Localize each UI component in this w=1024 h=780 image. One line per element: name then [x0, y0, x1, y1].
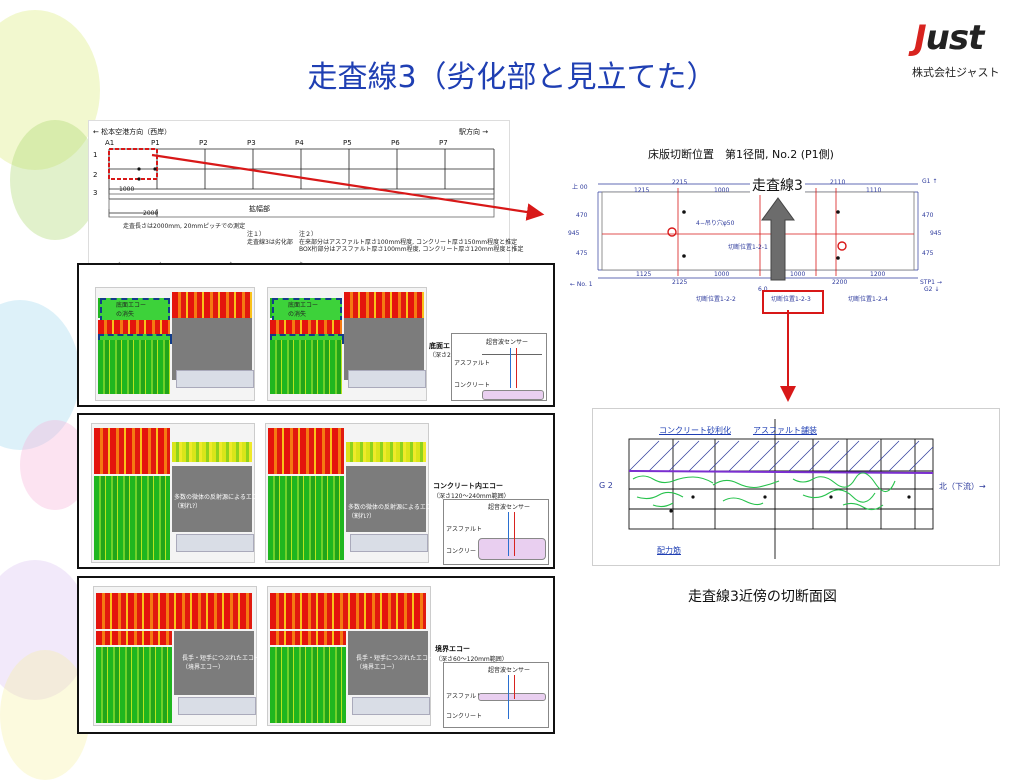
echo-panel-internal: 多数の微体の反射源によるエコー（割れ?） 多数の微体の反射源によるエコー（割れ?…: [77, 413, 555, 569]
col-label-p6: P6: [391, 139, 400, 147]
note1-text: 走査線3は劣化部: [247, 239, 293, 246]
cut-123-label: 切断位置1-2-3: [771, 296, 811, 303]
note2-title: 注２）: [299, 231, 318, 238]
note2-line2: BOX桁部分はアスファルト厚さ100mm程度, コンクリート厚さ120mm程度と…: [299, 246, 524, 253]
cut-122-label: 切断位置1-2-2: [696, 296, 736, 303]
right-dim-1: 945: [930, 230, 942, 237]
sensor-diagram: 超音波センサー アスファルト コンクリート: [443, 499, 549, 565]
left-direction-label: ← 松本空港方向（西岸）: [93, 128, 172, 136]
dim-bottom-5: 2200: [832, 279, 848, 286]
scan-line-label: 走査線3: [750, 175, 805, 195]
col-label-p3: P3: [247, 139, 256, 147]
panel2-side-title: コンクリート内エコー: [433, 482, 503, 490]
dim-top-4: 1110: [866, 187, 882, 194]
note-main: 走査長さは2000mm, 20mmピッチでの測定: [123, 223, 246, 230]
panel2-side-sub: （深さ120〜240mm範囲）: [433, 493, 510, 500]
scan-image-left: 長手・短手につぶれたエコー（境界エコー）: [93, 586, 261, 726]
right-dim-0: 470: [922, 212, 934, 219]
dim-bottom-1: 1000: [714, 271, 730, 278]
echo-loss-label: 底面エコーの消失: [116, 302, 147, 318]
left-edge-label: ← No. 1: [570, 281, 593, 288]
col-label-p1: P1: [151, 139, 160, 147]
sensor-diagram: 超音波センサー アスファルト コンクリート: [451, 333, 547, 401]
left-dim-2: 475: [576, 250, 588, 257]
rebar-label: 配力筋: [657, 546, 681, 555]
cut-124-label: 切断位置1-2-4: [848, 296, 888, 303]
dim-bottom-4: 2125: [672, 279, 688, 286]
cut-plan-title: 床版切断位置 第1径間, No.2 (P1側): [648, 148, 834, 161]
section-caption: 走査線3近傍の切断面図: [688, 589, 837, 605]
company-logo: Just: [914, 18, 984, 58]
dim-bottom-0: 1125: [636, 271, 652, 278]
cut-plan-drawing: [597, 183, 919, 279]
asphalt-label: アスファルト舗装: [753, 426, 817, 435]
note1-title: 注１）: [247, 231, 266, 238]
mid-label: 6.0: [758, 286, 768, 293]
north-label: 北（下流）→: [939, 482, 986, 491]
balloon-decoration: [10, 120, 100, 240]
left-dim-1: 945: [568, 230, 580, 237]
g2-label: G 2: [599, 481, 613, 490]
boundary-note: 長手・短手につぶれたエコー（境界エコー）: [182, 655, 261, 671]
company-name: 株式会社ジャスト: [912, 66, 1000, 79]
col-label-a1: A1: [105, 139, 115, 147]
left-dim-0: 470: [576, 212, 588, 219]
slide-title: 走査線3（劣化部と見立てた）: [307, 60, 717, 95]
echo-panel-bottom: 底面エコーの消失 底面エコーの消失 底面エ （深さ24 超音波センサー アスファ…: [77, 263, 555, 407]
right-direction-label: 駅方向 →: [459, 128, 489, 136]
g2-right-label: G2 ↓: [924, 286, 940, 293]
scan-image-right: 長手・短手につぶれたエコー（境界エコー）: [267, 586, 434, 726]
dim-bottom-2: 1000: [790, 271, 806, 278]
note2-line1: 在来部分はアスファルト厚さ100mm程度, コンクリート厚さ150mm程度と推定: [299, 239, 518, 246]
scan-image-right: 多数の微体の反射源によるエコー（割れ?）: [265, 423, 438, 563]
balloon-decoration: [0, 10, 100, 170]
cut-plan-figure: 2215 1215 1000 2110 1110 1125 1000 1000 …: [568, 166, 942, 306]
dim-2000: 2000: [143, 210, 159, 217]
g1-left-label: 上 00: [572, 184, 588, 191]
widen-label: 拡幅部: [249, 205, 270, 213]
col-label-p5: P5: [343, 139, 352, 147]
hole-label: 4−吊り穴φ50: [696, 220, 735, 227]
dim-top-2: 1000: [714, 187, 730, 194]
sensor-diagram: 超音波センサー アスファルト コンクリート: [443, 662, 549, 728]
col-label-p2: P2: [199, 139, 208, 147]
panel1-side-sub: （深さ24: [429, 352, 455, 359]
col-label-p4: P4: [295, 139, 304, 147]
concrete-gravel-label: コンクリート砂利化: [659, 426, 731, 435]
balloon-decoration: [0, 560, 90, 700]
row-label-2: 2: [93, 171, 98, 179]
dim-top-0: 2215: [672, 179, 688, 186]
dim-top-3: 2110: [830, 179, 846, 186]
scan-image-left: 底面エコーの消失: [95, 287, 255, 401]
g1-right-label: G1 ↑: [922, 178, 938, 185]
plan-grid: [108, 148, 495, 218]
right-edge-label: STP1 →: [920, 279, 942, 286]
section-drawing: [628, 419, 934, 559]
col-label-p7: P7: [439, 139, 448, 147]
dim-1000: 1000: [119, 186, 135, 193]
panel3-side-sub: （深さ60〜120mm範囲）: [435, 656, 508, 663]
dim-top-1: 1215: [634, 187, 650, 194]
scan-direction-arrow: [761, 197, 795, 281]
section-figure: コンクリート砂利化 アスファルト舗装 G 2 北（下流）→ 配力筋: [592, 408, 1000, 566]
panel1-side-title: 底面エ: [429, 342, 450, 350]
echo-panel-boundary: 長手・短手につぶれたエコー（境界エコー） 長手・短手につぶれたエコー（境界エコー…: [77, 576, 555, 734]
cut-position-highlight: [762, 290, 824, 314]
row-label-1: 1: [93, 151, 98, 159]
balloon-decoration: [0, 650, 90, 780]
scan-image-right: 底面エコーの消失: [267, 287, 427, 401]
row-label-3: 3: [93, 189, 98, 197]
panel3-side-title: 境界エコー: [435, 645, 470, 653]
cut-121-label: 切断位置1-2-1: [728, 244, 768, 251]
right-dim-2: 475: [922, 250, 934, 257]
reflection-note: 多数の微体の反射源によるエコー（割れ?）: [174, 494, 264, 510]
scan-image-left: 多数の微体の反射源によるエコー（割れ?）: [91, 423, 264, 563]
dim-bottom-3: 1200: [870, 271, 886, 278]
plan-figure: ← 松本空港方向（西岸） 駅方向 →: [88, 120, 524, 267]
